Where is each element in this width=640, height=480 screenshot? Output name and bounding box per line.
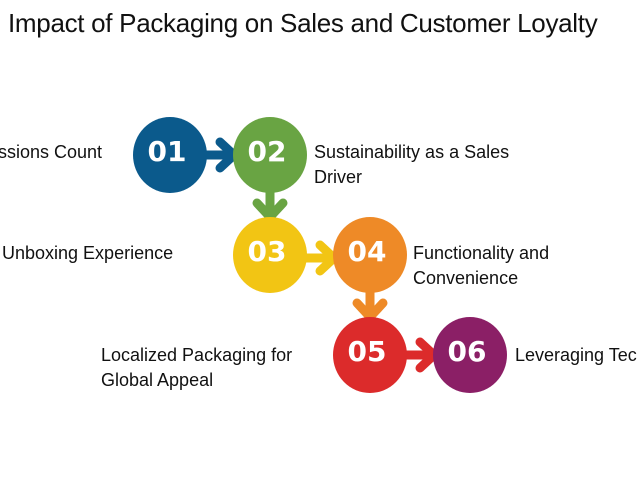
step-04-label-line2: Convenience bbox=[413, 268, 519, 288]
step-02-circle bbox=[233, 117, 307, 193]
diagram-title: Impact of Packaging on Sales and Custome… bbox=[8, 8, 598, 38]
step-02-label-line2: Driver bbox=[314, 167, 362, 187]
step-05-label: Localized Packaging for Global Appeal bbox=[101, 343, 292, 393]
step-05-label-line1: Localized Packaging for bbox=[101, 345, 293, 365]
step-02-number: 02 bbox=[248, 135, 287, 168]
step-05-circle bbox=[333, 317, 407, 393]
step-03-label: Unboxing Experience bbox=[2, 243, 174, 263]
arrow-04-05 bbox=[352, 287, 388, 322]
arrow-01-02 bbox=[201, 137, 239, 173]
arrow-03-04 bbox=[301, 240, 339, 276]
step-04-label: Functionality and Convenience bbox=[413, 241, 549, 291]
step-03-number: 03 bbox=[248, 235, 287, 268]
step-02-label: Sustainability as a Sales Driver bbox=[314, 140, 509, 190]
step-05-number: 05 bbox=[348, 335, 387, 368]
step-06-label: Leveraging Tec bbox=[515, 345, 637, 365]
step-05-node: 05 bbox=[333, 317, 407, 393]
step-01-node: 01 bbox=[133, 117, 207, 193]
step-04-node: 04 bbox=[333, 217, 407, 293]
step-06-circle bbox=[433, 317, 507, 393]
step-01-circle bbox=[133, 117, 207, 193]
step-06-number: 06 bbox=[448, 335, 487, 368]
step-04-label-line1: Functionality and bbox=[413, 243, 550, 263]
step-06-node: 06 bbox=[433, 317, 507, 393]
step-03-circle bbox=[233, 217, 307, 293]
step-01-number: 01 bbox=[148, 135, 187, 168]
step-02-node: 02 bbox=[233, 117, 307, 193]
arrow-02-03 bbox=[252, 185, 288, 222]
arrow-05-06 bbox=[401, 337, 439, 373]
step-05-label-line2: Global Appeal bbox=[101, 370, 214, 390]
step-04-circle bbox=[333, 217, 407, 293]
step-03-node: 03 bbox=[233, 217, 307, 293]
step-02-label-line1: Sustainability as a Sales bbox=[314, 142, 510, 162]
step-04-number: 04 bbox=[348, 235, 387, 268]
step-01-label: ssions Count bbox=[0, 142, 103, 162]
